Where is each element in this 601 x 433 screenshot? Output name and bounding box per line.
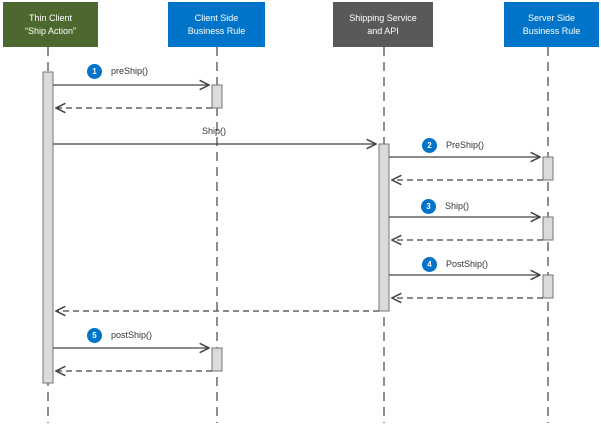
message-label: Ship() xyxy=(445,201,470,211)
message-label: postShip() xyxy=(111,330,153,340)
message-label: PreShip() xyxy=(446,140,485,150)
message-label: preShip() xyxy=(111,66,149,76)
activation-bar-server-rule-3 xyxy=(542,274,554,299)
actor-name-server-side-rule: Server Side Business Rule xyxy=(522,12,581,36)
actor-header-thin-client: Thin Client “Ship Action” xyxy=(3,2,98,47)
message-number-badge: 2 xyxy=(422,137,437,153)
message-label: Ship() xyxy=(201,126,226,136)
message-ship: Ship() xyxy=(164,126,264,136)
message-number-badge: 4 xyxy=(422,256,437,272)
actor-name-shipping-service: Shipping Service and API xyxy=(349,12,417,36)
message-number-badge: 5 xyxy=(87,327,102,343)
activation-bar-server-rule-2 xyxy=(542,216,554,241)
activation-bar-client-rule-2 xyxy=(211,347,223,372)
activation-bar-client-rule-1 xyxy=(211,84,223,109)
activation-bar-server-rule-1 xyxy=(542,156,554,181)
message-postship: 5 postShip() xyxy=(87,327,152,343)
message-ship-server: 3 Ship() xyxy=(421,198,469,214)
actor-header-server-side-rule: Server Side Business Rule xyxy=(504,2,599,47)
message-label: PostShip() xyxy=(446,259,489,269)
activation-bar-shipping-service xyxy=(378,143,390,312)
message-postship-server: 4 PostShip() xyxy=(422,256,488,272)
actor-header-shipping-service: Shipping Service and API xyxy=(333,2,433,47)
message-preship-server: 2 PreShip() xyxy=(422,137,484,153)
activation-bar-thin-client xyxy=(42,71,54,384)
message-number-badge: 3 xyxy=(421,198,436,214)
actor-header-client-side-rule: Client Side Business Rule xyxy=(168,2,265,47)
message-number-badge: 1 xyxy=(87,63,102,79)
actor-name-client-side-rule: Client Side Business Rule xyxy=(187,12,246,36)
actor-name-thin-client: Thin Client “Ship Action” xyxy=(24,12,77,36)
message-preship: 1 preShip() xyxy=(87,63,148,79)
